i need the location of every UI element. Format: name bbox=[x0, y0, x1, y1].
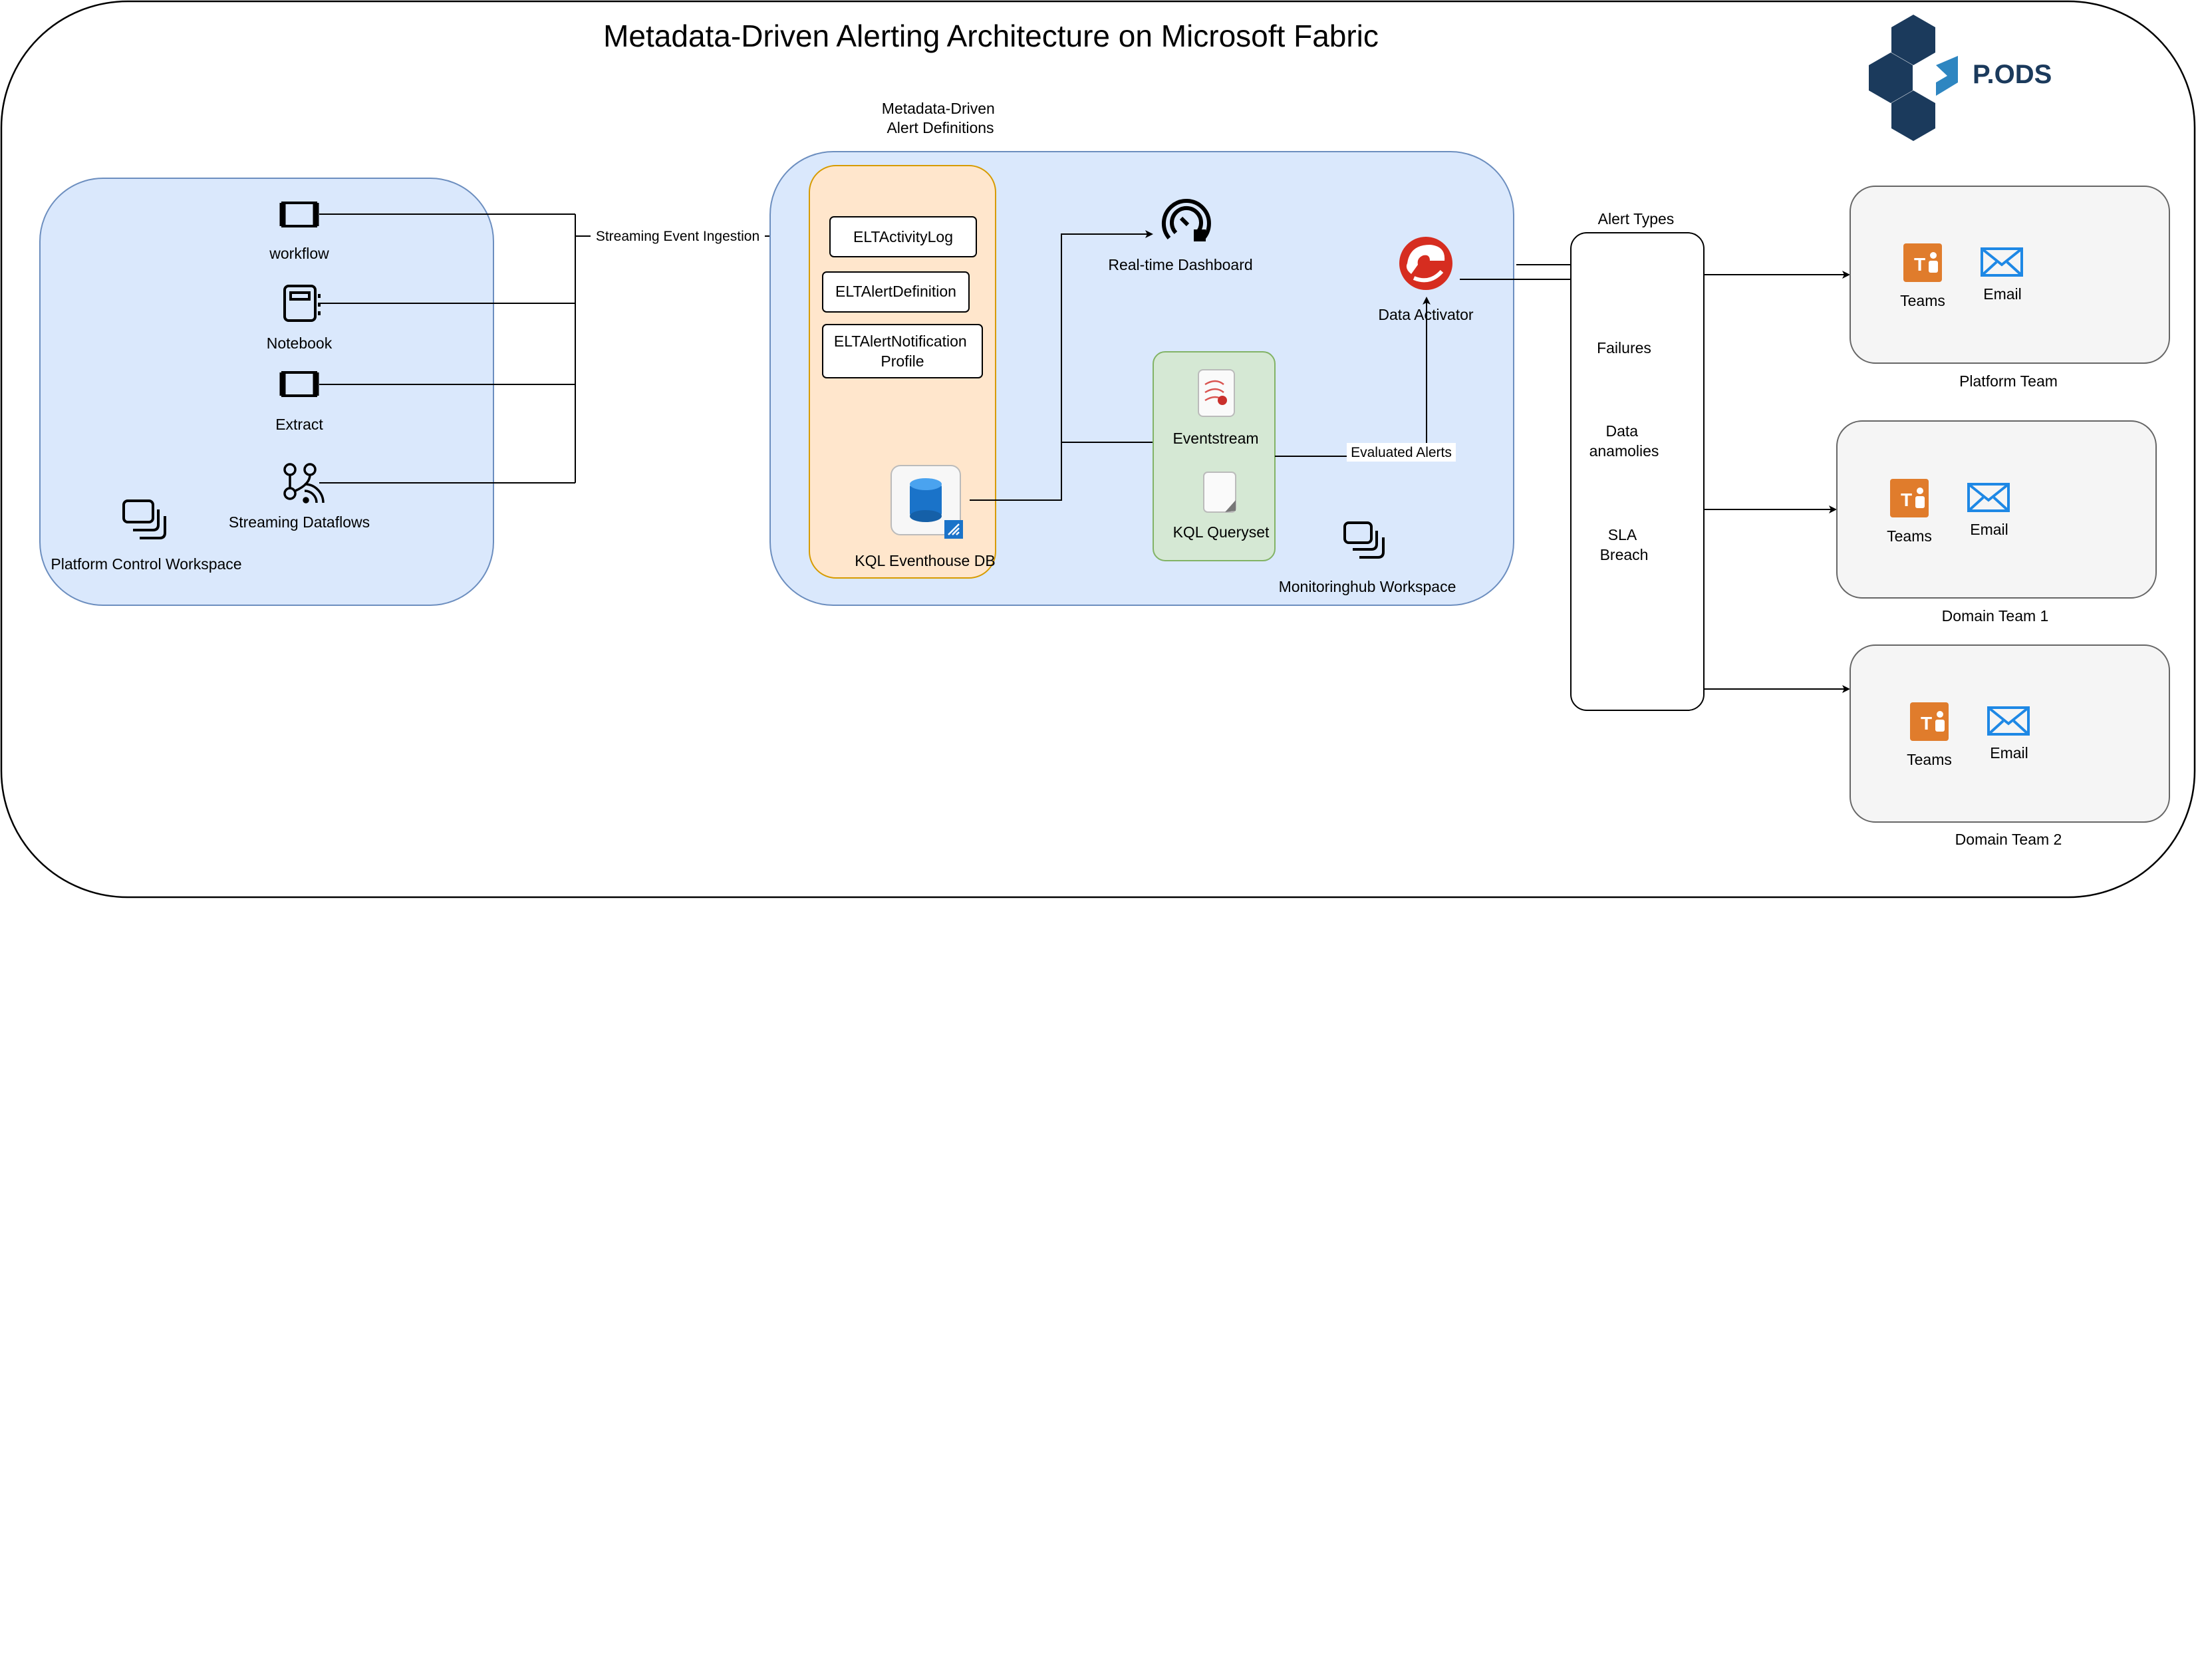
domain-team-2-email-label: Email bbox=[1990, 744, 2028, 762]
data-activator-label: Data Activator bbox=[1378, 306, 1474, 323]
table-eltalertnotificationprofile[interactable] bbox=[822, 324, 983, 378]
eventstream-icon[interactable] bbox=[1198, 369, 1235, 417]
alert-types-box[interactable] bbox=[1570, 232, 1705, 711]
data-activator-icon[interactable] bbox=[1399, 237, 1452, 290]
dashboard-gauge-icon[interactable] bbox=[1161, 199, 1211, 241]
ingestion-label-bg bbox=[591, 227, 765, 245]
platform-team-box[interactable]: T Teams Email bbox=[1850, 186, 2170, 364]
kql-database-icon[interactable] bbox=[891, 465, 963, 539]
streaming-dataflow-icon[interactable] bbox=[283, 463, 325, 503]
table-eltalertdefinition[interactable] bbox=[822, 271, 970, 313]
teams-icon[interactable]: T bbox=[1910, 702, 1949, 741]
platform-workspace-label: Platform Control Workspace bbox=[51, 555, 241, 573]
svg-text:T: T bbox=[1901, 490, 1912, 510]
eventstream-label: Eventstream bbox=[1172, 430, 1258, 447]
streaming-event-ingestion-label: Streaming Event Ingestion bbox=[596, 229, 759, 244]
monitoring-workspace-icon bbox=[1343, 521, 1385, 559]
alert-type-sla-breach: SLA Breach bbox=[1600, 526, 1649, 563]
notebook-icon[interactable] bbox=[283, 285, 321, 322]
platform-team-teams-label: Teams bbox=[1900, 292, 1945, 309]
email-icon[interactable] bbox=[1967, 483, 2010, 512]
table-eltactivitylog[interactable] bbox=[829, 216, 977, 257]
extract-label: Extract bbox=[275, 416, 323, 433]
alert-type-data-anomalies: Data anamolies bbox=[1589, 422, 1659, 460]
kql-queryset-icon[interactable] bbox=[1203, 472, 1236, 513]
page-title: Metadata-Driven Alerting Architecture on… bbox=[603, 19, 1379, 53]
table-eltalertnotificationprofile-label: ELTAlertNotification Profile bbox=[834, 333, 971, 370]
svg-text:T: T bbox=[1914, 254, 1925, 275]
activator-connectors bbox=[1460, 264, 1571, 280]
evaluated-alerts-label: Evaluated Alerts bbox=[1351, 445, 1452, 460]
alert-types-title: Alert Types bbox=[1598, 210, 1675, 227]
teams-icon[interactable]: T bbox=[1903, 243, 1942, 282]
extract-pipeline-icon[interactable] bbox=[279, 371, 319, 397]
svg-text:T: T bbox=[1921, 713, 1932, 734]
evaluated-label-bg bbox=[1347, 443, 1456, 462]
workflow-label: workflow bbox=[269, 245, 329, 262]
monitoringhub-workspace-label: Monitoringhub Workspace bbox=[1279, 578, 1456, 595]
table-eltactivitylog-label: ELTActivityLog bbox=[853, 228, 953, 245]
platform-control-workspace[interactable] bbox=[39, 178, 494, 606]
table-eltalertdefinition-label: ELTAlertDefinition bbox=[835, 283, 956, 300]
domain-team-2-teams-label: Teams bbox=[1907, 751, 1952, 768]
notebook-label: Notebook bbox=[267, 335, 333, 352]
domain-team-2-label: Domain Team 2 bbox=[1955, 831, 2062, 848]
email-icon[interactable] bbox=[1987, 706, 2030, 736]
teams-icon[interactable]: T bbox=[1890, 479, 1929, 517]
alert-definitions-label: Metadata-Driven Alert Definitions bbox=[882, 100, 999, 136]
workspace-icon bbox=[122, 499, 166, 539]
pods-logo: P.ODS bbox=[1869, 15, 2052, 141]
alert-type-failures: Failures bbox=[1597, 339, 1651, 356]
domain-team-1-box[interactable]: T Teams Email bbox=[1836, 420, 2157, 599]
kql-queryset-label: KQL Queryset bbox=[1173, 523, 1270, 541]
domain-team-2-box[interactable]: T Teams Email bbox=[1850, 644, 2170, 823]
email-icon[interactable] bbox=[1981, 247, 2023, 277]
domain-team-1-teams-label: Teams bbox=[1887, 527, 1932, 545]
platform-team-label: Platform Team bbox=[1959, 372, 2058, 390]
real-time-dashboard-label: Real-time Dashboard bbox=[1108, 256, 1252, 273]
streaming-dataflows-label: Streaming Dataflows bbox=[229, 513, 370, 531]
kql-connectors bbox=[970, 230, 1161, 501]
notification-connectors bbox=[1704, 271, 1850, 693]
workflow-pipeline-icon[interactable] bbox=[279, 202, 319, 227]
domain-team-1-label: Domain Team 1 bbox=[1942, 607, 2049, 625]
platform-team-email-label: Email bbox=[1983, 285, 2022, 303]
domain-team-1-email-label: Email bbox=[1970, 521, 2008, 538]
logo-text: P.ODS bbox=[1973, 60, 2052, 89]
kql-eventhouse-db-label: KQL Eventhouse DB bbox=[855, 552, 995, 569]
